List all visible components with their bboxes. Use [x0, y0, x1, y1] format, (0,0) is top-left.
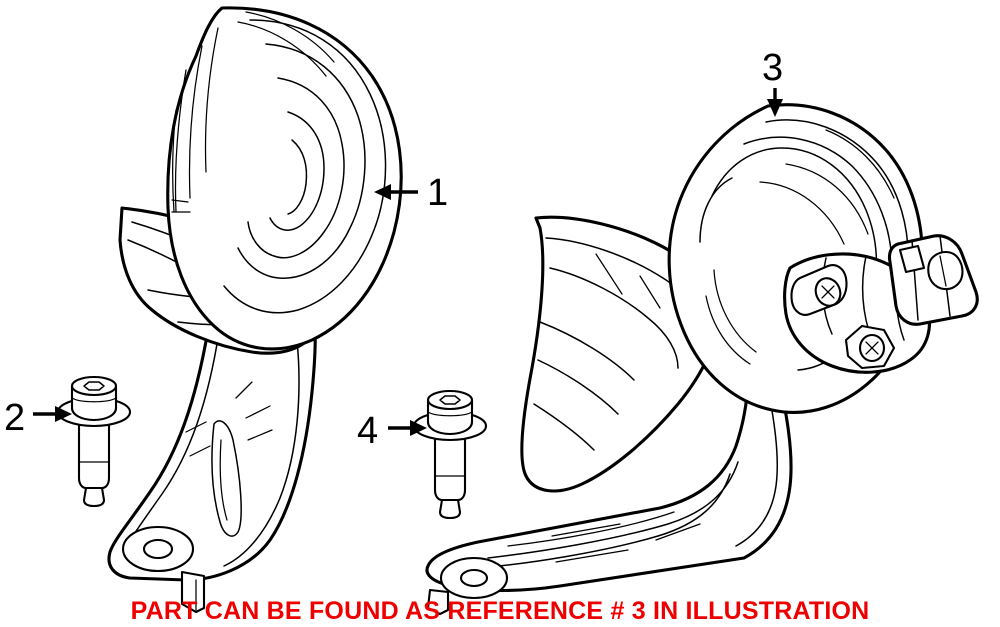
- callout-3-leader: [767, 88, 783, 117]
- callout-label-3: 3: [762, 47, 783, 89]
- callout-1-leader: [374, 184, 418, 200]
- reference-note: PART CAN BE FOUND AS REFERENCE # 3 IN IL…: [130, 597, 870, 625]
- callout-label-4: 4: [357, 410, 378, 452]
- callout-4-leader: [388, 420, 427, 436]
- part-right-horn-assembly[interactable]: [425, 103, 979, 616]
- part-left-mounting-bolt[interactable]: [56, 375, 132, 508]
- callout-label-1: 1: [427, 172, 448, 214]
- part-left-horn-assembly[interactable]: [107, 6, 403, 614]
- part-right-mounting-bolt[interactable]: [412, 389, 488, 520]
- left-horn-bracket: [107, 312, 317, 614]
- left-horn-body: [166, 6, 403, 351]
- right-horn-electrical-terminals: [887, 234, 979, 326]
- callout-label-2: 2: [4, 397, 25, 439]
- callout-2-leader: [33, 406, 72, 422]
- right-horn-bracket: [425, 370, 793, 616]
